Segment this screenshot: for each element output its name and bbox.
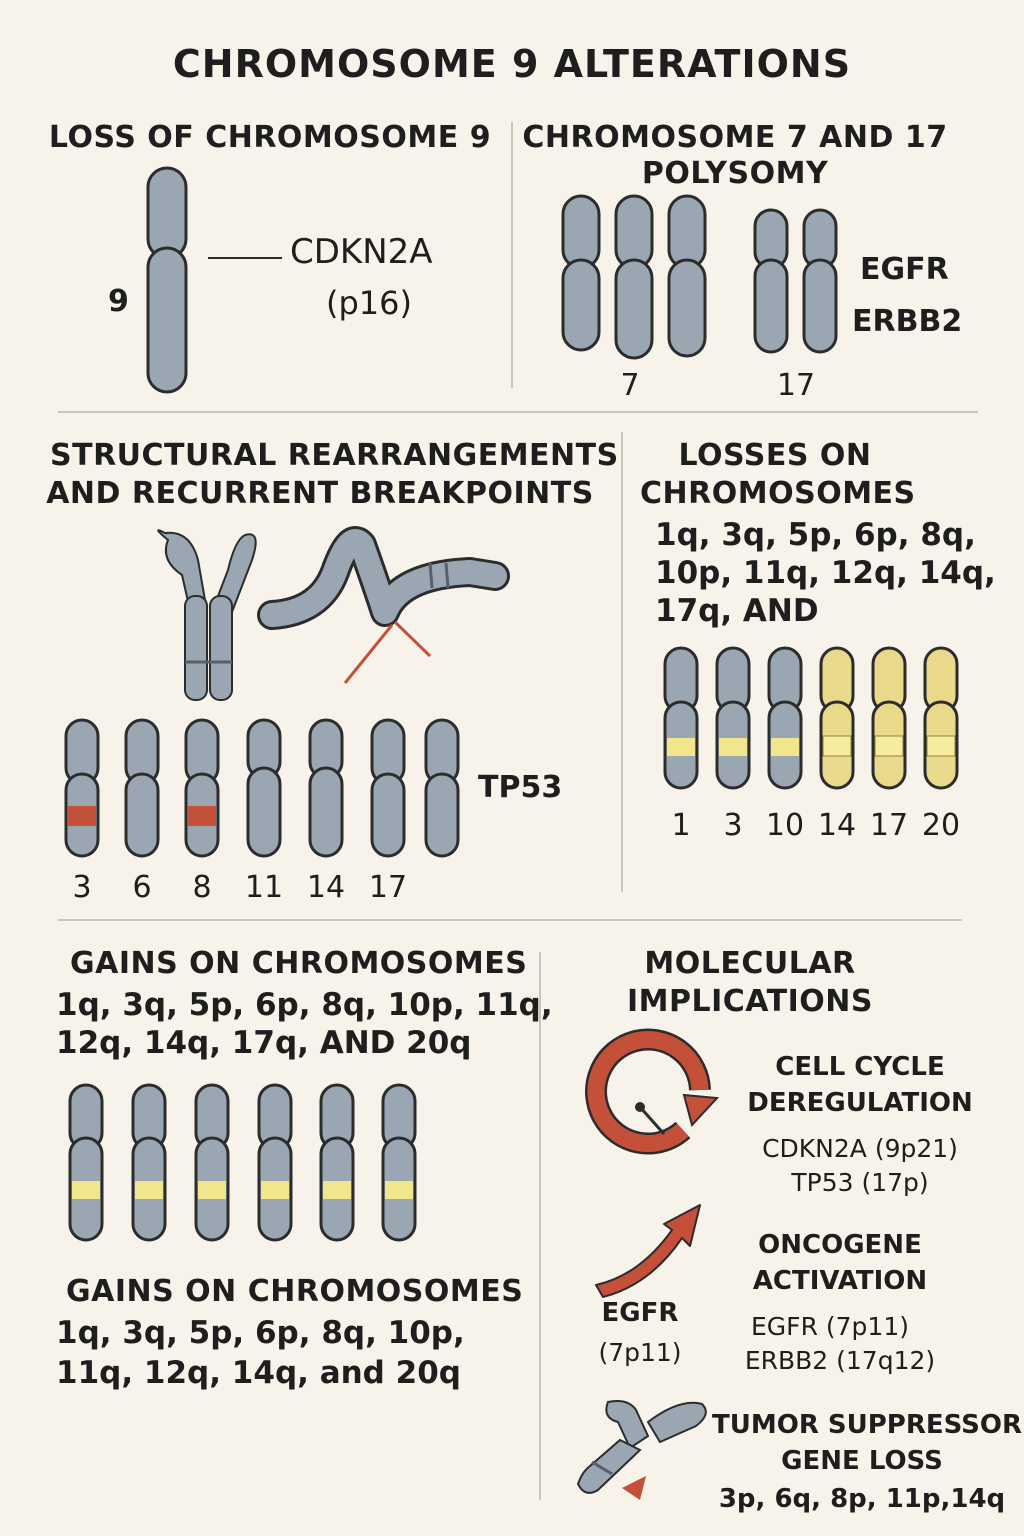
oncogene-heading-line1: ONCOGENE — [758, 1230, 922, 1260]
tsg-heading-line1: TUMOR SUPPRESSOR — [712, 1410, 1023, 1440]
cell-cycle-heading-line1: CELL CYCLE — [775, 1052, 945, 1082]
chromosomes-17 — [753, 208, 838, 354]
losses-list-line: 17q, AND — [655, 593, 819, 629]
chromosome-11 — [246, 718, 282, 858]
cell-cycle-gene: TP53 (17p) — [791, 1168, 929, 1197]
chromosome-8 — [184, 718, 220, 858]
rearranged-chromosome-wave — [257, 526, 510, 684]
rearranged-chromosome-y — [157, 529, 257, 701]
structural-chr-label: 6 — [132, 870, 152, 905]
structural-chr-label: 11 — [244, 870, 284, 905]
chromosome-3 — [64, 718, 100, 858]
chromosome-7-label: 7 — [620, 368, 640, 403]
losses-chr-label: 14 — [817, 808, 857, 843]
chromosome-9 — [146, 166, 282, 394]
cell-cycle-gene: CDKN2A (9p21) — [762, 1134, 958, 1163]
losses-list-line: 10p, 11q, 12q, 14q, — [655, 555, 996, 591]
gain-chromosome — [194, 1083, 230, 1242]
chromosome-6 — [124, 718, 160, 858]
gains-list2-line: 11q, 12q, 14q, and 20q — [56, 1355, 461, 1391]
losses-chr-label: 17 — [869, 808, 909, 843]
structural-chr-label: 8 — [192, 870, 212, 905]
gains-chromosome-row — [68, 1083, 417, 1242]
chromosome-14 — [308, 718, 344, 858]
egfr-activation-sub-label: (7p11) — [598, 1338, 682, 1367]
gains-heading: GAINS ON CHROMOSOMES — [70, 946, 528, 981]
oncogene-heading-line2: ACTIVATION — [752, 1266, 928, 1296]
cell-cycle-heading-line2: DEREGULATION — [747, 1088, 973, 1118]
gain-chromosome — [319, 1083, 355, 1242]
erbb2-label: ERBB2 — [852, 304, 963, 339]
losses-chr-label: 10 — [765, 808, 805, 843]
molecular-heading-line2: IMPLICATIONS — [626, 984, 874, 1019]
losses-chromosome-row — [663, 646, 959, 790]
tsg-heading-line2: GENE LOSS — [781, 1446, 943, 1476]
structural-heading-line2: AND RECURRENT BREAKPOINTS — [46, 476, 594, 511]
egfr-label: EGFR — [860, 252, 949, 287]
loss-chr9-heading: LOSS OF CHROMOSOME 9 — [48, 120, 492, 155]
molecular-heading-line1: MOLECULAR — [644, 946, 856, 981]
breakpoint-mark — [343, 624, 394, 684]
structural-chromosome-row — [64, 718, 460, 858]
chromosome-1 — [663, 646, 699, 790]
chromosome-17-label: 17 — [776, 368, 816, 403]
tp53-label: TP53 — [478, 770, 563, 805]
structural-chr-label: 17 — [368, 870, 408, 905]
cdkn2a-label: CDKN2A — [290, 232, 433, 272]
chromosome-unlabeled — [424, 718, 460, 858]
chromosomes-7 — [561, 194, 707, 360]
chromosome-17 — [871, 646, 907, 790]
losses-chr-label: 20 — [921, 808, 961, 843]
losses-chr-label: 3 — [723, 808, 743, 843]
oncogene-gene: ERBB2 (17q12) — [744, 1346, 936, 1375]
gains-list2-line: 1q, 3q, 5p, 6p, 8q, 10p, — [56, 1315, 465, 1351]
chromosome-3 — [715, 646, 751, 790]
gain-chromosome — [131, 1083, 167, 1242]
gain-chromosome — [68, 1083, 104, 1242]
losses-heading-line2: CHROMOSOMES — [640, 476, 916, 511]
chromosome-9-label: 9 — [108, 284, 129, 319]
cdkn2a-sub-label: (p16) — [326, 284, 412, 322]
losses-chr-label: 1 — [671, 808, 691, 843]
breakpoint-mark — [393, 620, 432, 658]
polysomy-heading-line2: POLYSOMY — [641, 156, 829, 191]
chromosome-14 — [819, 646, 855, 790]
cell-cycle-icon — [585, 1028, 720, 1155]
gains-list-line: 1q, 3q, 5p, 6p, 8q, 10p, 11q, — [56, 987, 553, 1023]
page-title: CHROMOSOME 9 ALTERATIONS — [172, 42, 852, 86]
broken-chromosome-icon — [576, 1400, 707, 1500]
chromosome-17 — [370, 718, 406, 858]
activation-arrow-icon — [595, 1204, 701, 1298]
egfr-activation-label: EGFR — [601, 1298, 679, 1328]
structural-heading-line1: STRUCTURAL REARRANGEMENTS — [50, 438, 619, 473]
gains-list-line: 12q, 14q, 17q, AND 20q — [56, 1025, 472, 1061]
structural-chr-label: 14 — [306, 870, 346, 905]
losses-heading-line1: LOSSES ON — [678, 438, 872, 473]
section-dividers — [58, 122, 978, 1500]
losses-list-line: 1q, 3q, 5p, 6p, 8q, — [655, 517, 976, 553]
gain-chromosome — [381, 1083, 417, 1242]
tsg-list: 3p, 6q, 8p, 11p,14q — [718, 1484, 1006, 1514]
structural-chr-label: 3 — [72, 870, 92, 905]
gains-heading-2: GAINS ON CHROMOSOMES — [66, 1274, 524, 1309]
polysomy-heading-line1: CHROMOSOME 7 AND 17 — [522, 120, 948, 155]
chromosome-20 — [923, 646, 959, 790]
oncogene-gene: EGFR (7p11) — [751, 1312, 909, 1341]
gain-chromosome — [257, 1083, 293, 1242]
chromosome-10 — [767, 646, 803, 790]
